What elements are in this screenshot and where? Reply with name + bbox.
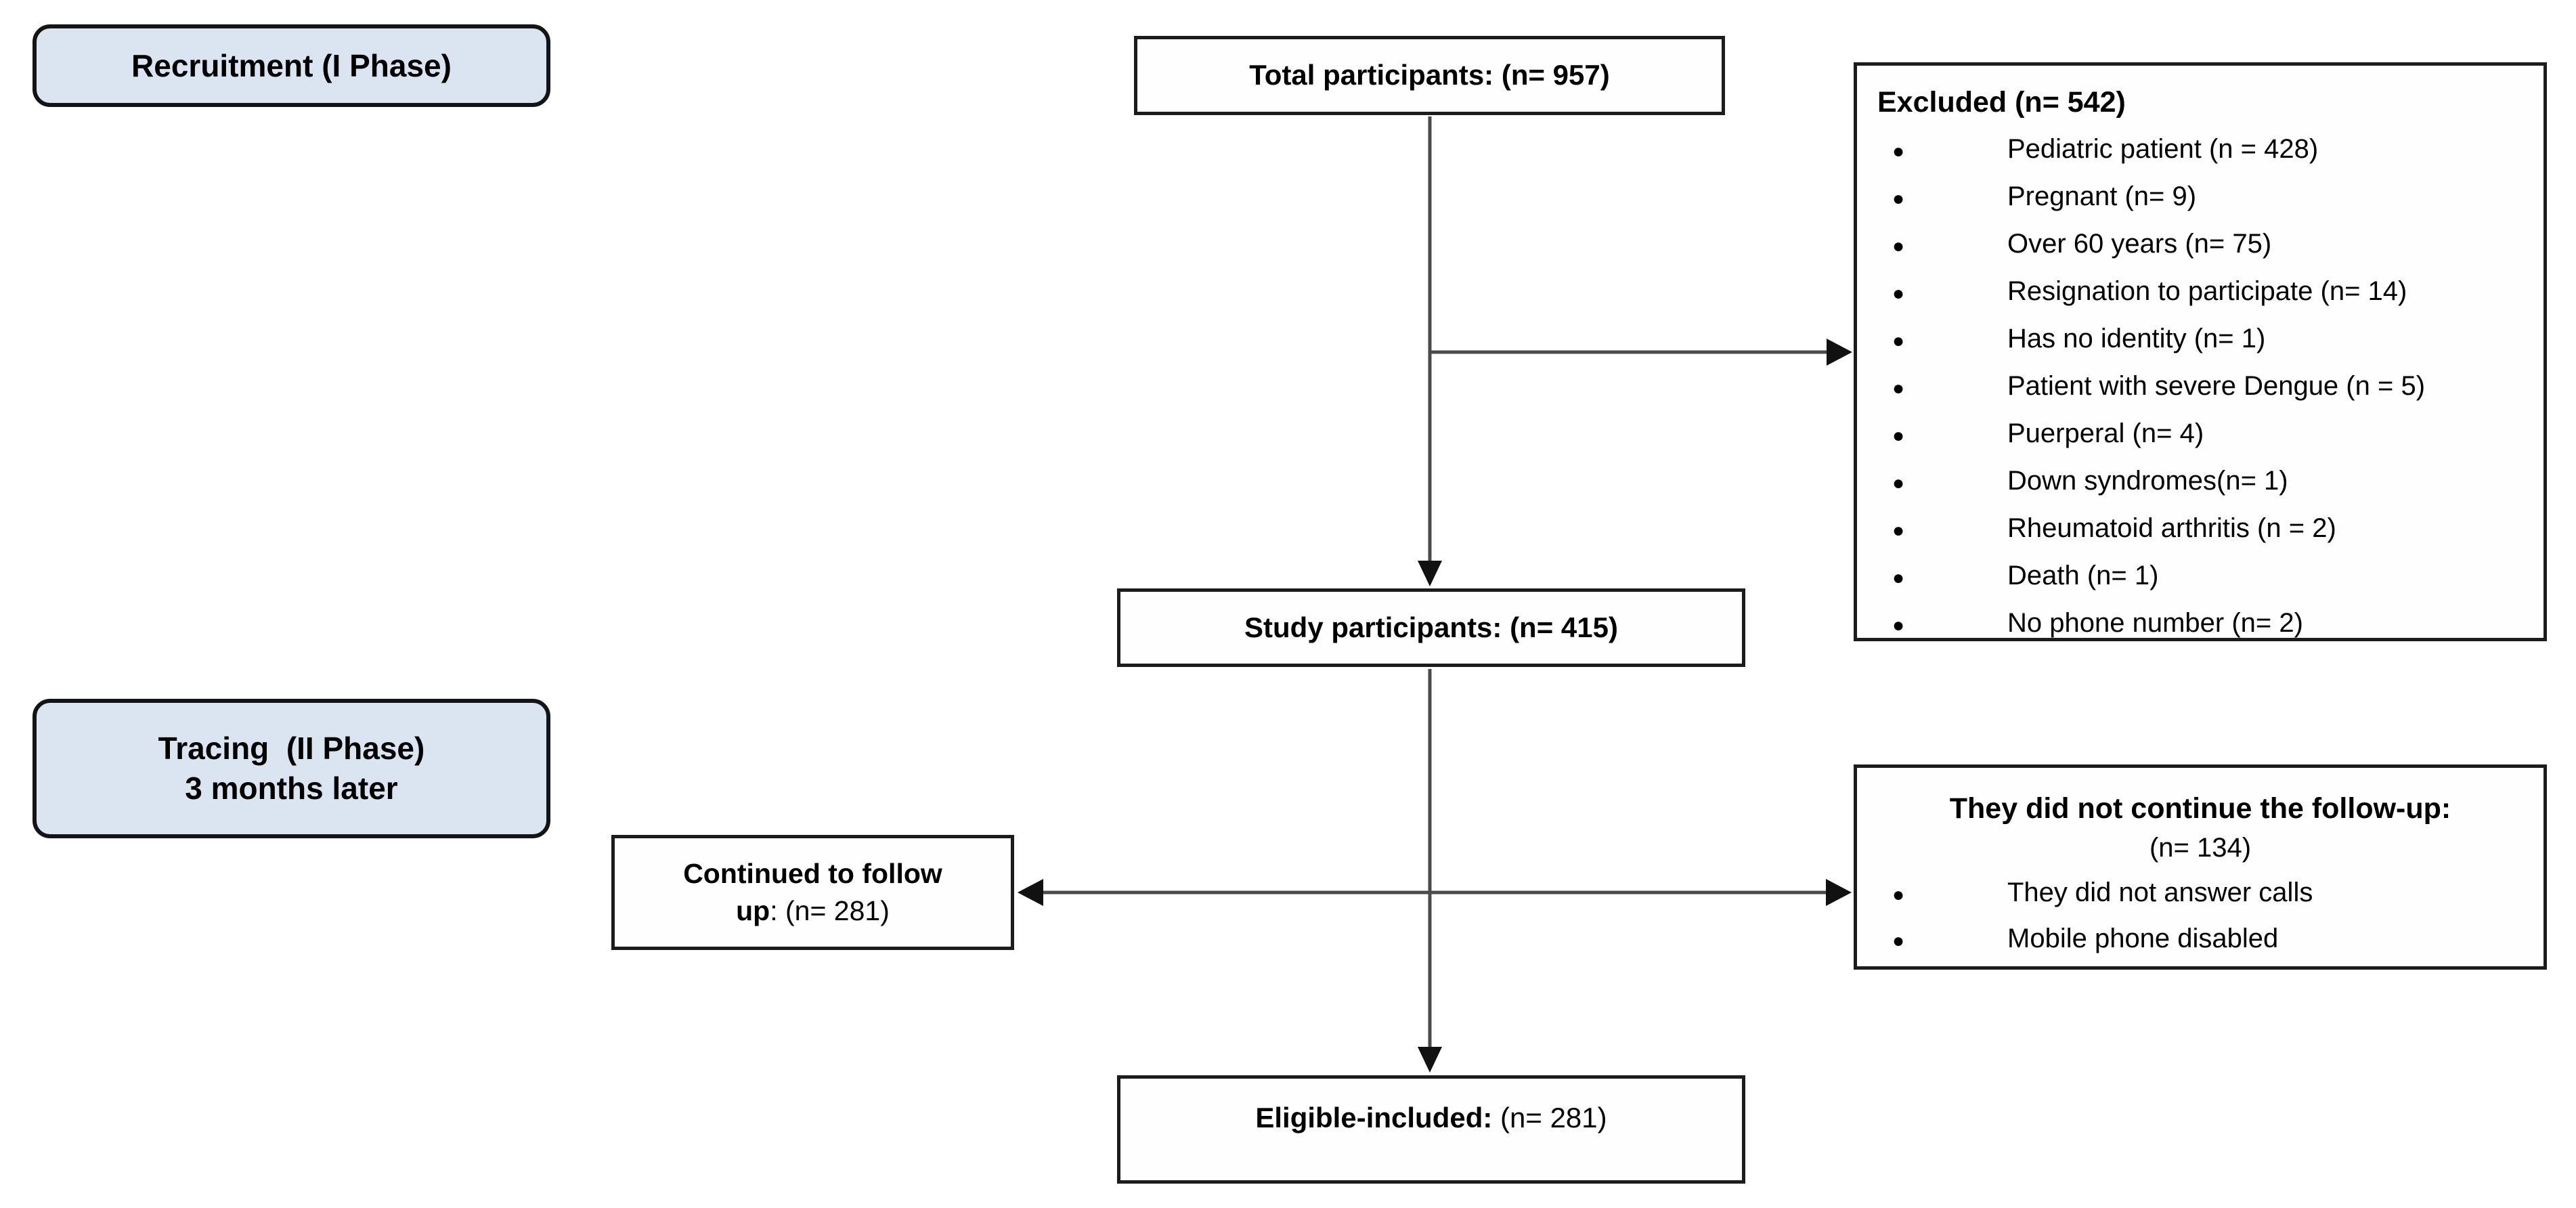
phase-label-recruitment: Recruitment (I Phase): [32, 24, 550, 107]
excluded-list: ● Pediatric patient (n = 428) ● Pregnant…: [1877, 127, 2523, 648]
total-participants-box: Total participants: (n= 957): [1134, 36, 1725, 115]
excluded-item: ● Patient with severe Dengue (n = 5): [1877, 364, 2523, 411]
excluded-item-text: Down syndromes(n= 1): [2007, 466, 2288, 496]
eligible-label-bold: Eligible-included:: [1255, 1102, 1493, 1134]
excluded-item-text: Has no identity (n= 1): [2007, 324, 2266, 354]
eligible-included-box: Eligible-included: (n= 281): [1117, 1075, 1745, 1184]
study-participants-label: Study participants: (n= 415): [1244, 611, 1618, 643]
excluded-item: ● Rheumatoid arthritis (n = 2): [1877, 506, 2523, 553]
bullet-icon: ●: [1892, 377, 1905, 400]
excluded-item: ● Over 60 years (n= 75): [1877, 221, 2523, 269]
arrow-followup-branch: [1018, 879, 1852, 906]
bullet-icon: ●: [1892, 519, 1905, 542]
bullet-icon: ●: [1892, 235, 1905, 258]
recruitment-phase-text: Recruitment (I Phase): [131, 47, 452, 83]
not-continued-title: They did not continue the follow-up:: [1949, 792, 2451, 825]
arrow-total-to-study: [1418, 116, 1442, 586]
bullet-icon: ●: [1892, 614, 1905, 637]
excluded-item-text: Over 60 years (n= 75): [2007, 229, 2272, 259]
arrow-study-to-eligible: [1418, 669, 1442, 1073]
excluded-title: Excluded (n= 542): [1877, 86, 2126, 118]
not-continued-item-text: They did not answer calls: [2007, 878, 2313, 908]
not-continued-item: ● They did not answer calls: [1877, 871, 2523, 917]
bullet-icon: ●: [1892, 930, 1905, 953]
excluded-item: ● Pregnant (n= 9): [1877, 174, 2523, 221]
excluded-item-text: Resignation to participate (n= 14): [2007, 276, 2407, 307]
study-participants-box: Study participants: (n= 415): [1117, 588, 1745, 667]
bullet-icon: ●: [1892, 282, 1905, 305]
eligible-label-rest: (n= 281): [1492, 1102, 1607, 1134]
excluded-item: ● Down syndromes(n= 1): [1877, 458, 2523, 506]
excluded-item: ● Puerperal (n= 4): [1877, 411, 2523, 458]
bullet-icon: ●: [1892, 472, 1905, 495]
bullet-icon: ●: [1892, 330, 1905, 353]
excluded-item: ● Death (n= 1): [1877, 553, 2523, 601]
excluded-item: ● Pediatric patient (n = 428): [1877, 127, 2523, 174]
continued-label-line2-rest: : (n= 281): [770, 895, 890, 926]
excluded-item-text: Death (n= 1): [2007, 561, 2159, 591]
bullet-icon: ●: [1892, 884, 1905, 907]
phase-label-tracing: Tracing (II Phase) 3 months later: [32, 699, 550, 838]
continued-label-line1: Continued to follow: [683, 858, 942, 889]
excluded-item: ● No phone number (n= 2): [1877, 601, 2523, 648]
bullet-icon: ●: [1892, 567, 1905, 590]
excluded-item-text: Rheumatoid arthritis (n = 2): [2007, 513, 2336, 544]
excluded-item-text: No phone number (n= 2): [2007, 608, 2303, 639]
excluded-item-text: Pregnant (n= 9): [2007, 181, 2197, 212]
continued-label-line2-bold: up: [736, 895, 770, 926]
tracing-phase-text-line1: Tracing (II Phase): [158, 731, 425, 767]
excluded-item-text: Puerperal (n= 4): [2007, 418, 2204, 449]
arrow-to-excluded: [1430, 339, 1852, 366]
continued-label-line2: up: (n= 281): [736, 892, 890, 930]
bullet-icon: ●: [1892, 425, 1905, 448]
continued-followup-box: Continued to follow up: (n= 281): [611, 835, 1014, 950]
not-continued-item-text: Mobile phone disabled: [2007, 924, 2279, 954]
bullet-icon: ●: [1892, 140, 1905, 163]
excluded-item-text: Pediatric patient (n = 428): [2007, 134, 2319, 165]
not-continued-item: ● Mobile phone disabled: [1877, 917, 2523, 963]
tracing-phase-text-line2: 3 months later: [185, 771, 398, 806]
excluded-item: ● Resignation to participate (n= 14): [1877, 269, 2523, 316]
excluded-item: ● Has no identity (n= 1): [1877, 316, 2523, 364]
bullet-icon: ●: [1892, 188, 1905, 211]
excluded-box: Excluded (n= 542) ● Pediatric patient (n…: [1854, 62, 2547, 641]
not-continued-box: They did not continue the follow-up: (n=…: [1854, 764, 2547, 970]
not-continued-list: ● They did not answer calls ● Mobile pho…: [1877, 871, 2523, 963]
total-participants-label: Total participants: (n= 957): [1249, 59, 1610, 91]
eligible-included-label: Eligible-included: (n= 281): [1242, 1100, 1620, 1136]
excluded-item-text: Patient with severe Dengue (n = 5): [2007, 371, 2426, 402]
not-continued-subtitle: (n= 134): [2149, 833, 2252, 863]
